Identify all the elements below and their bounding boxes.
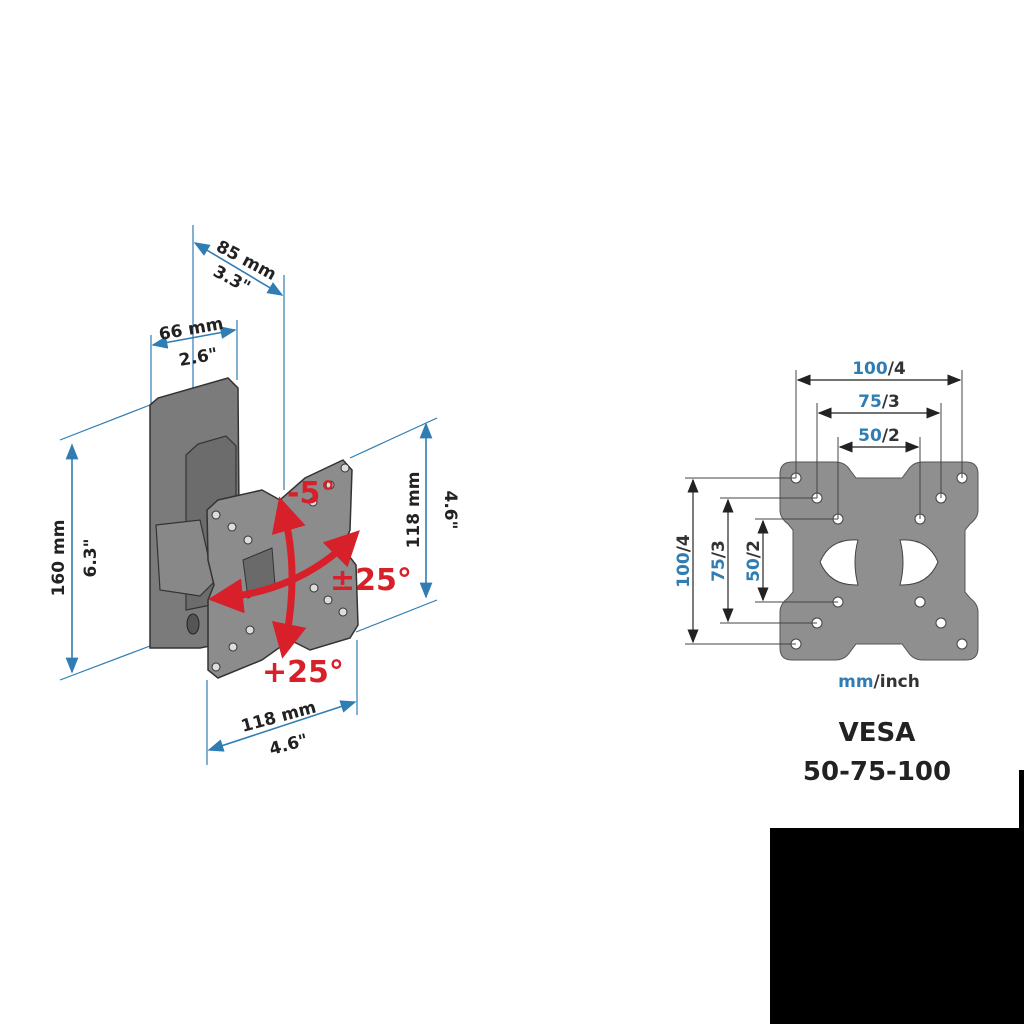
plate-height-in-label: 4.6" — [440, 491, 460, 530]
vesa-v100-label: 100/4 — [674, 534, 694, 588]
height-in-label: 6.3" — [81, 539, 101, 578]
black-edge-strip — [1019, 770, 1024, 830]
tilt-down-label: +25° — [262, 655, 344, 690]
vesa-h75-label: 75/3 — [858, 392, 900, 412]
vesa-h100-label: 100/4 — [852, 359, 906, 379]
plate-height-mm-label: 118 mm — [404, 472, 424, 549]
vesa-drawing: 100/4 75/3 50/2 100/4 75/3 50/2 mm/inch … — [674, 359, 979, 787]
vesa-v50-label: 50/2 — [744, 540, 764, 582]
vesa-plate — [779, 461, 979, 661]
depth-min-in-label: 2.6" — [177, 344, 219, 370]
wall-mount-drawing: 85 mm 3.3" 66 mm 2.6" 160 mm 6.3" 118 mm… — [49, 225, 460, 765]
vesa-title: VESA — [839, 718, 916, 748]
swivel-arrow — [208, 530, 360, 614]
hinge — [155, 519, 215, 597]
vesa-v75-label: 75/3 — [709, 540, 729, 582]
vesa-sizes: 50-75-100 — [803, 757, 951, 787]
tilt-up-label: -5° — [287, 476, 335, 511]
height-mm-label: 160 mm — [49, 520, 69, 597]
depth-min-mm-label: 66 mm — [157, 314, 225, 345]
plate-width-in-label: 4.6" — [267, 730, 310, 759]
swivel-label: ±25° — [330, 563, 412, 598]
unit-label: mm/inch — [838, 672, 920, 692]
black-corner-block — [770, 828, 1024, 1024]
vesa-h50-label: 50/2 — [858, 426, 900, 446]
plate-width-mm-label: 118 mm — [239, 698, 318, 737]
